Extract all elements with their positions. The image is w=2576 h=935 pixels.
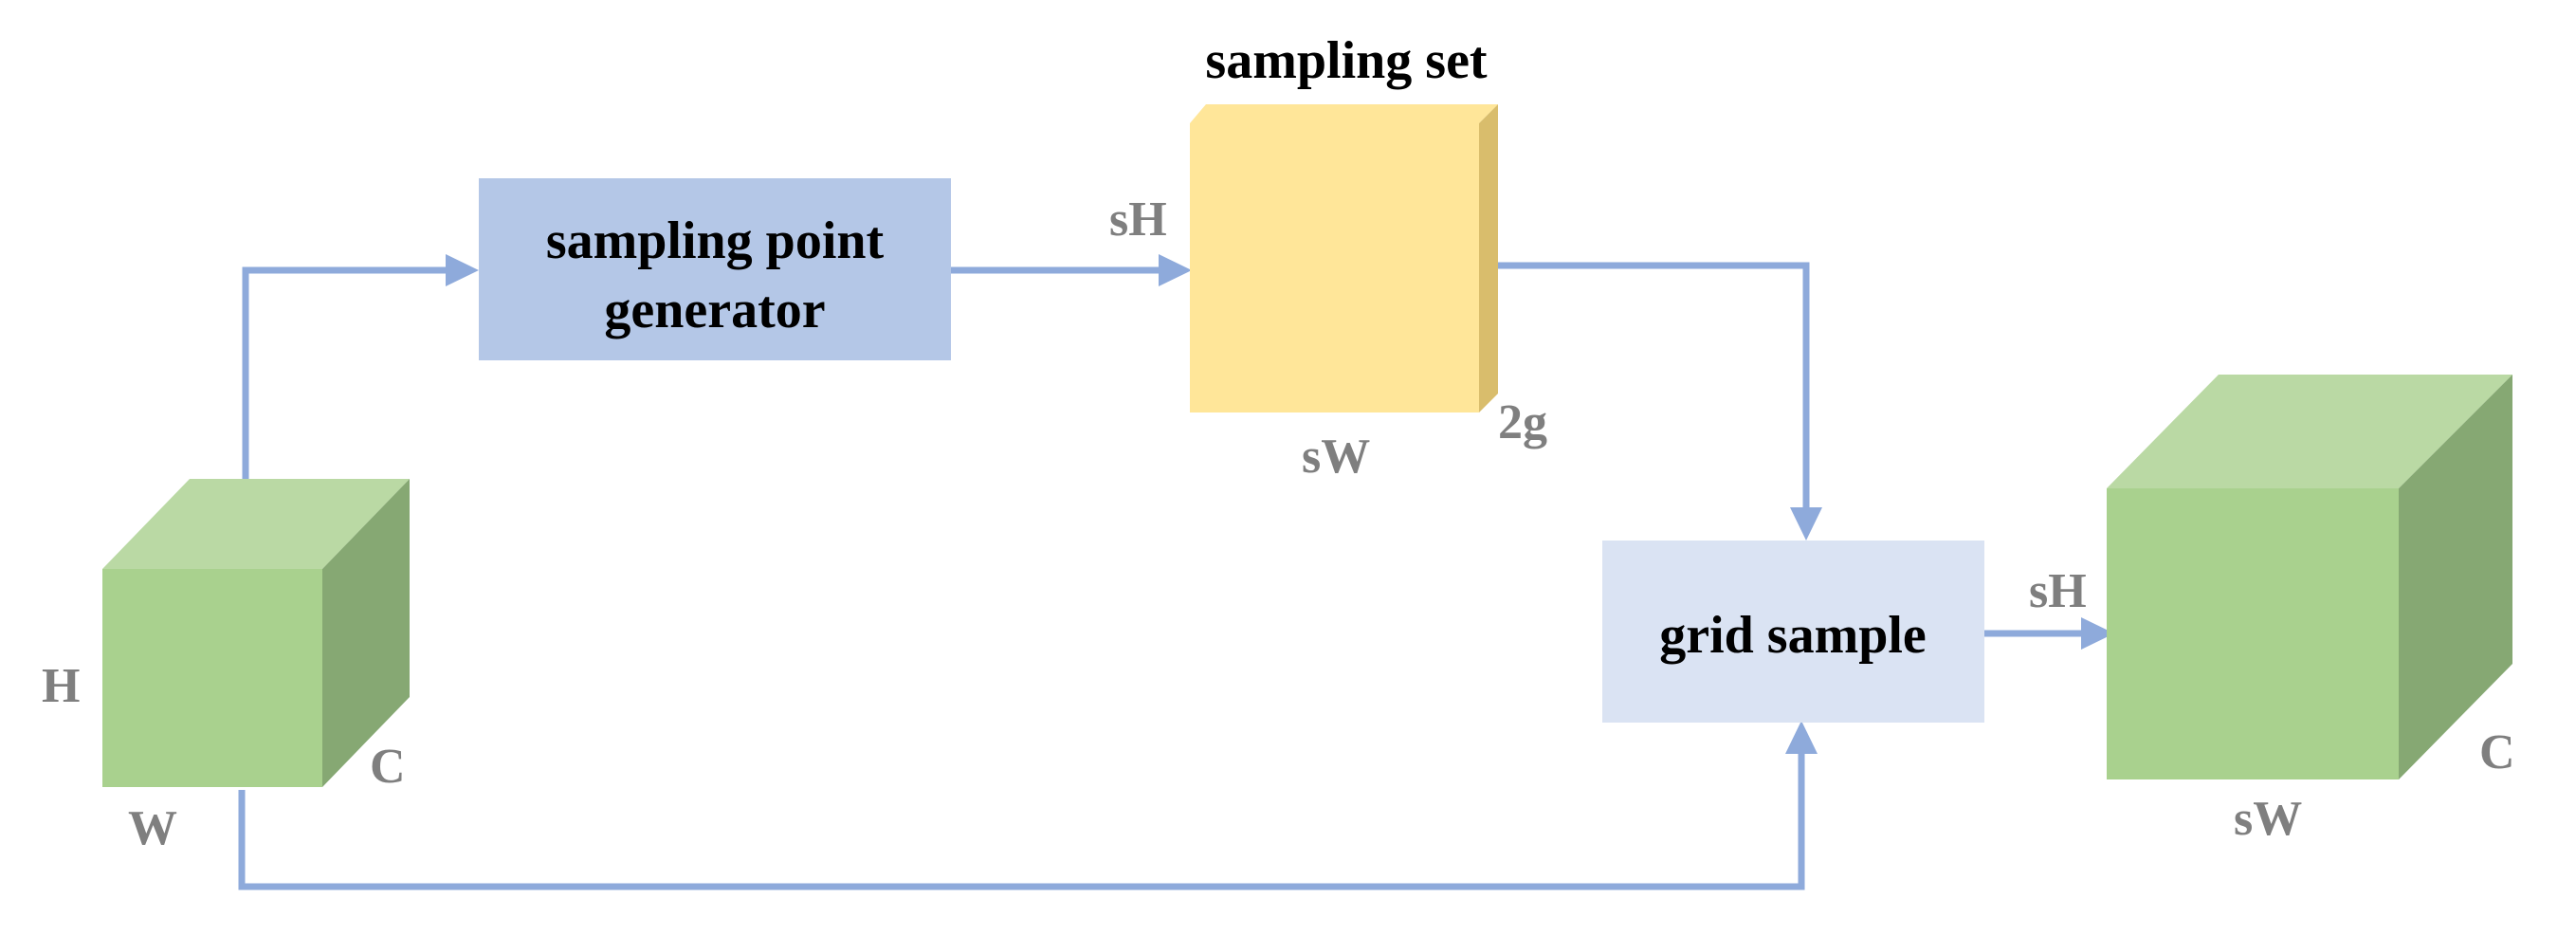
input-cube: H W C xyxy=(42,479,410,855)
input-cube-width-label: W xyxy=(128,801,177,855)
output-cube: sH sW C xyxy=(2029,375,2515,846)
generator-box-label-line2: generator xyxy=(604,281,825,339)
input-cube-top xyxy=(102,479,410,569)
sampling-set-side xyxy=(1479,104,1498,412)
arrow-head-sampling-set xyxy=(1159,254,1192,286)
arrow-head-grid-sample-top xyxy=(1790,507,1822,541)
input-cube-side xyxy=(322,479,410,787)
arrow-input-to-generator xyxy=(242,266,446,531)
sampling-set-front xyxy=(1190,123,1479,412)
arrow-input-to-grid-sample xyxy=(238,754,1805,890)
arrow-head-grid-sample-bottom xyxy=(1785,721,1818,754)
input-cube-channel-label: C xyxy=(370,740,406,794)
sampling-set-width-label: sW xyxy=(1302,430,1370,484)
generator-box-label-line1: sampling point xyxy=(546,211,885,270)
output-cube-top xyxy=(2107,375,2512,488)
arrow-sampling-set-to-grid-sample xyxy=(1496,262,1810,507)
output-cube-width-label: sW xyxy=(2234,792,2302,846)
output-cube-height-label: sH xyxy=(2029,564,2087,618)
sampling-set-title: sampling set xyxy=(1205,31,1487,90)
arrow-head-output xyxy=(2081,617,2114,650)
arrow-head-generator xyxy=(446,254,479,286)
input-cube-height-label: H xyxy=(42,659,80,713)
grid-sample-box-label: grid sample xyxy=(1659,606,1927,665)
output-cube-front xyxy=(2107,488,2399,779)
generator-box-rect xyxy=(479,178,951,360)
grid-sample-box: grid sample xyxy=(1602,541,1984,723)
sampling-set-top xyxy=(1190,104,1498,123)
sampling-point-generator-box: sampling point generator xyxy=(479,178,951,360)
sampling-set-height-label: sH xyxy=(1109,192,1167,247)
output-cube-side xyxy=(2399,375,2512,779)
sampling-set: sampling set sH sW 2g xyxy=(1109,31,1547,484)
output-cube-channel-label: C xyxy=(2479,725,2515,779)
input-cube-front xyxy=(102,569,322,787)
sampling-set-depth-label: 2g xyxy=(1498,395,1547,449)
grid-sample-box-rect xyxy=(1602,541,1984,723)
connectors xyxy=(238,254,2114,890)
